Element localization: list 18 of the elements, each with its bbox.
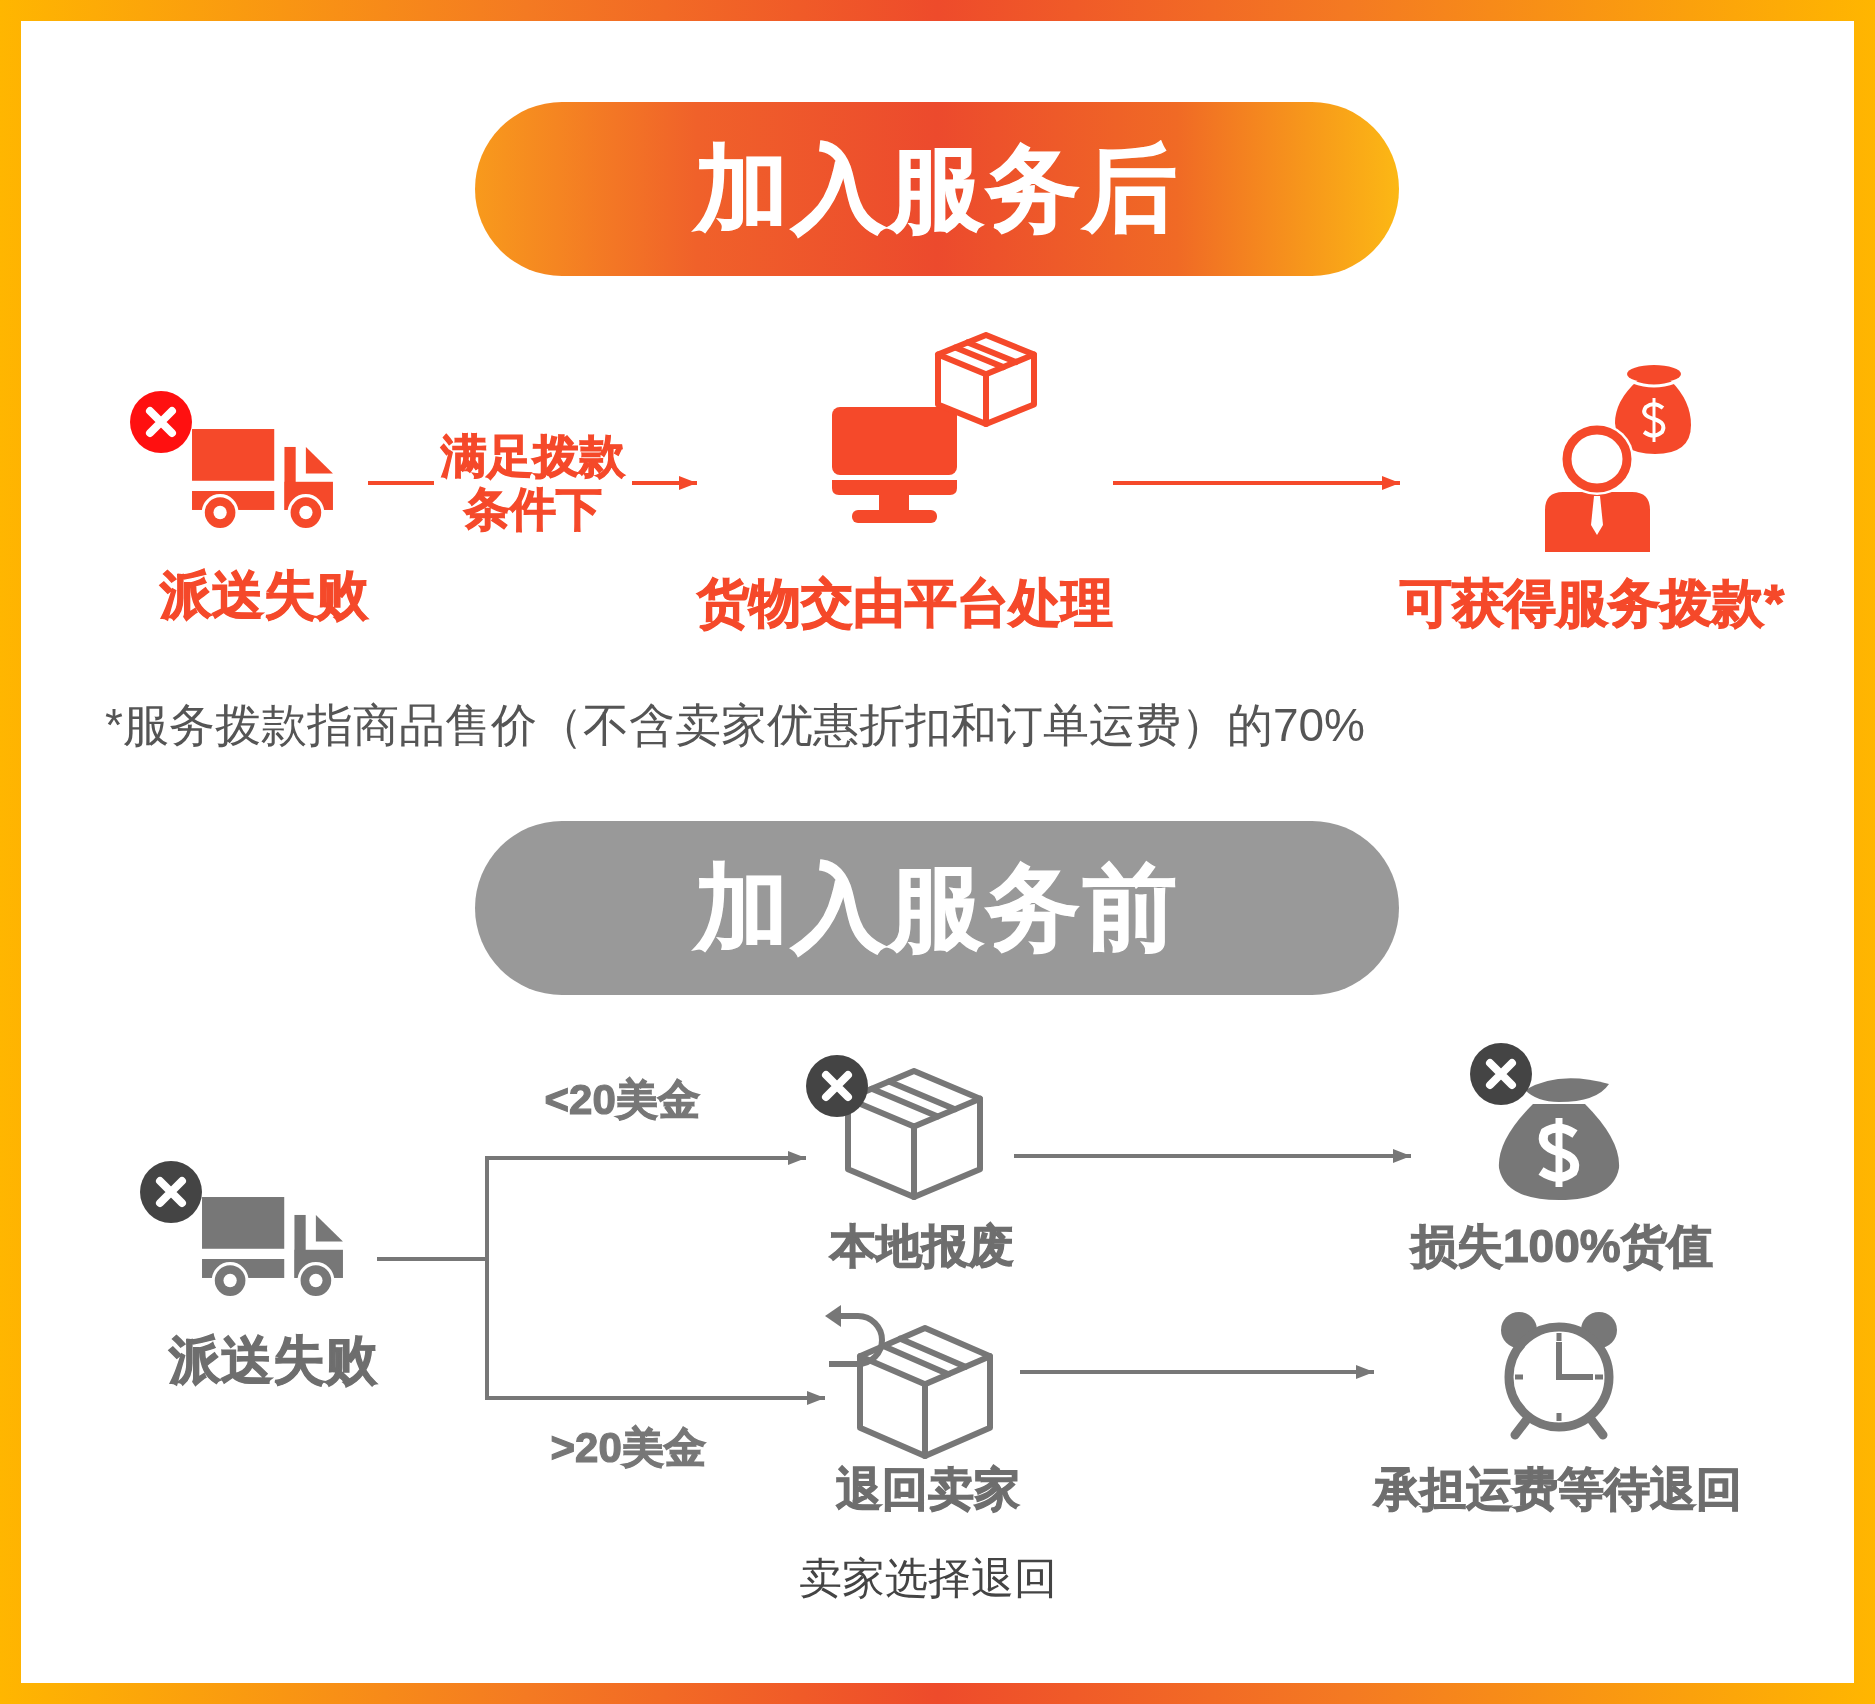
node-label: 损失100%货值	[1411, 1220, 1713, 1273]
edge-label: <20美金	[544, 1076, 700, 1125]
arrow	[1014, 1149, 1411, 1163]
arrow	[1113, 476, 1400, 490]
edge-label: >20美金	[550, 1424, 706, 1473]
heading-pill: 加入服务后	[475, 102, 1399, 276]
note-text: 卖家选择退回	[799, 1554, 1057, 1604]
node-label: 货物交由平台处理	[697, 574, 1113, 634]
node-label: 退回卖家	[836, 1463, 1020, 1516]
arrow	[1020, 1365, 1374, 1379]
branch-arrow	[377, 1257, 825, 1405]
node-label: 本地报废	[830, 1220, 1014, 1273]
node-label: 承担运费等待退回	[1374, 1463, 1742, 1516]
footnote-text: *服务拨款指商品售价（不含卖家优惠折扣和订单运费）的70%	[105, 699, 1365, 752]
heading-pill: 加入服务前	[475, 821, 1399, 995]
node-label: 派送失败	[160, 566, 368, 626]
node-label: 可获得服务拨款*	[1400, 574, 1785, 634]
node-label: 派送失败	[169, 1331, 377, 1391]
